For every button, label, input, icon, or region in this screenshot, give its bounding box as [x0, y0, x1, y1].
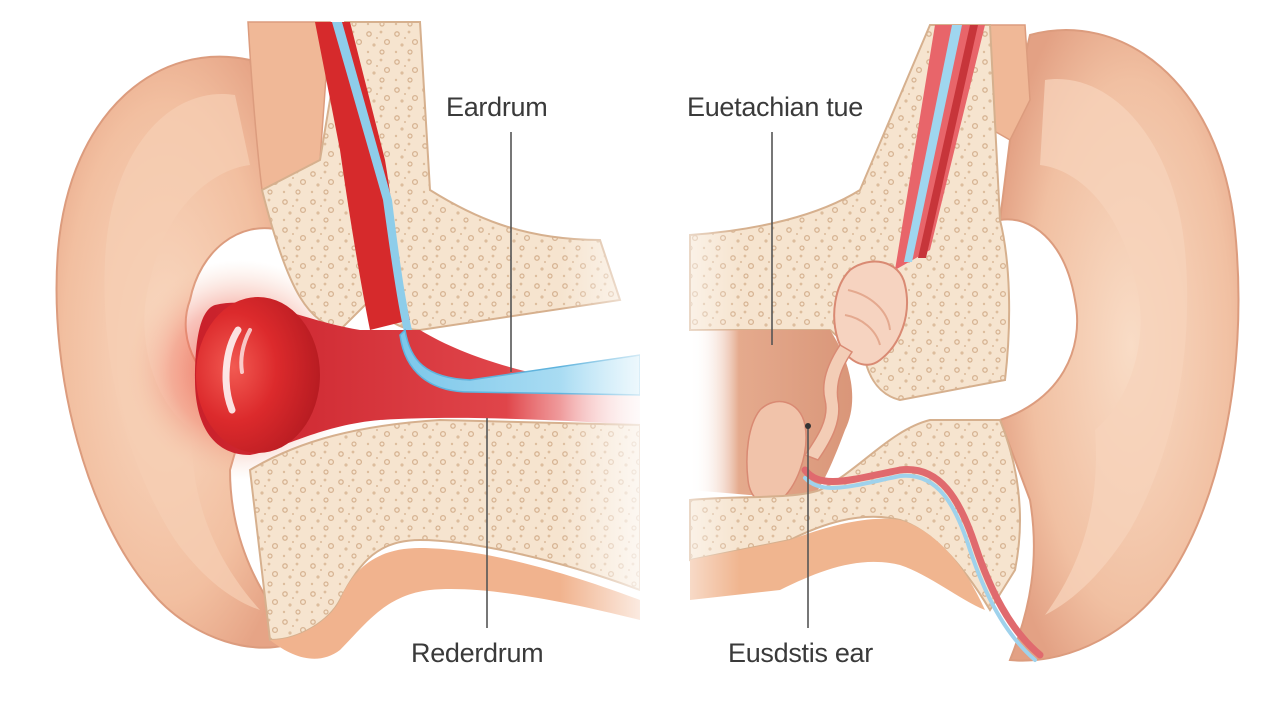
label-eustachian-tube: Euetachian tue — [687, 92, 863, 122]
right-incus — [803, 343, 854, 461]
label-eardrum: Eardrum — [446, 92, 548, 122]
right-ossicles — [833, 260, 909, 366]
right-pinna — [998, 29, 1240, 662]
right-eustachian-tube — [801, 466, 1044, 659]
right-lower-bone — [689, 419, 1021, 612]
right-ear — [640, 0, 1240, 720]
right-helix-fold — [1040, 79, 1188, 616]
leader-lines — [486, 132, 809, 628]
left-vessel-band — [315, 22, 410, 330]
left-lower-bone — [248, 418, 641, 642]
label-eusdstis-ear: Eusdstis ear — [728, 638, 873, 668]
left-ear — [55, 0, 670, 720]
left-helix-fold — [104, 93, 261, 611]
right-lower-skin — [690, 518, 985, 610]
left-lower-skin — [270, 548, 640, 659]
left-bulging-eardrum — [196, 297, 320, 453]
label-rederdrum: Rederdrum — [411, 638, 544, 668]
leader-dot-eustachian — [805, 423, 811, 429]
